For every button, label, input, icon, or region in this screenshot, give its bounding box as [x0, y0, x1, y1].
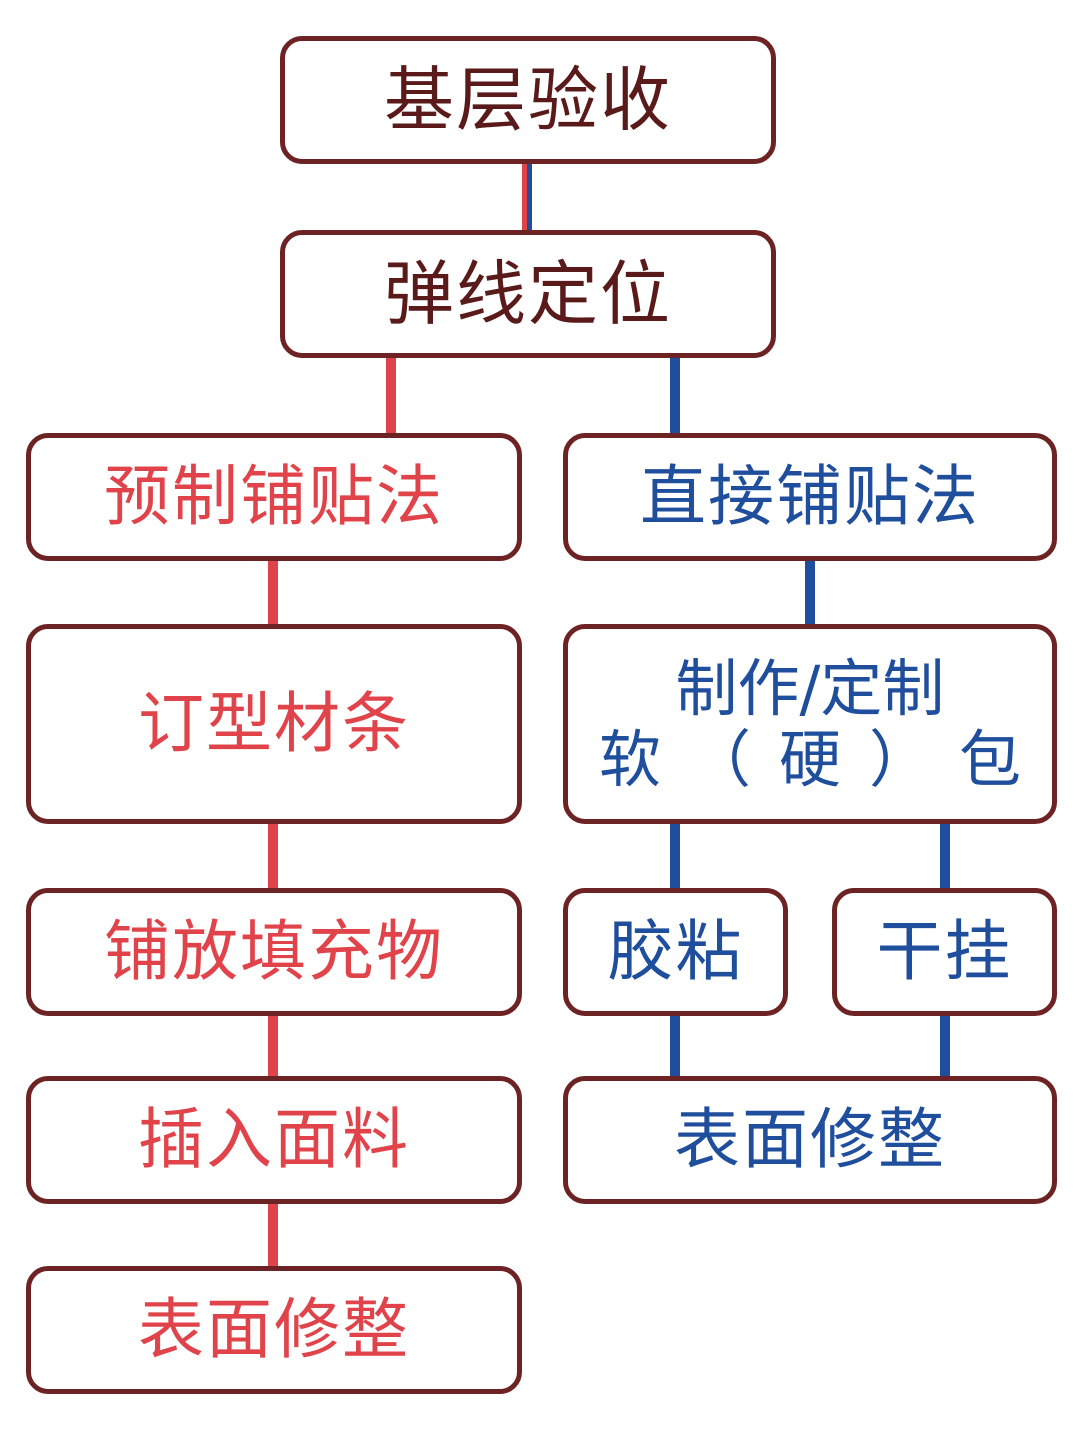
direct-step-make-panel-line1: 制作/定制: [675, 651, 945, 725]
connector-direct-to-hang: [940, 820, 950, 892]
method-prefab: 预制铺贴法: [26, 433, 522, 561]
step-layout-marking: 弹线定位: [280, 230, 776, 358]
connector-marking-to-direct: [670, 355, 680, 437]
connector-prefab-1: [268, 558, 278, 628]
connector-base-to-marking: [522, 160, 532, 234]
prefab-step-insert-fabric: 插入面料: [26, 1076, 522, 1204]
connector-prefab-2: [268, 820, 278, 892]
prefab-step-trim-strips: 订型材条: [26, 624, 522, 824]
connector-direct-1: [805, 558, 815, 628]
direct-step-dry-hang: 干挂: [832, 888, 1057, 1016]
step-base-check: 基层验收: [280, 36, 776, 164]
connector-prefab-4: [268, 1200, 278, 1270]
connector-direct-to-glue: [670, 820, 680, 892]
connector-hang-to-finish: [940, 1012, 950, 1080]
direct-step-make-panel: 制作/定制 软（硬）包: [563, 624, 1057, 824]
direct-step-make-panel-line2: 软（硬）包: [598, 723, 1049, 796]
method-direct: 直接铺贴法: [563, 433, 1057, 561]
direct-step-glue: 胶粘: [563, 888, 788, 1016]
direct-step-surface-finish: 表面修整: [563, 1076, 1057, 1204]
connector-marking-to-prefab: [386, 355, 396, 437]
connector-prefab-3: [268, 1012, 278, 1080]
prefab-step-fill: 铺放填充物: [26, 888, 522, 1016]
prefab-step-surface-finish: 表面修整: [26, 1266, 522, 1394]
connector-glue-to-finish: [670, 1012, 680, 1080]
